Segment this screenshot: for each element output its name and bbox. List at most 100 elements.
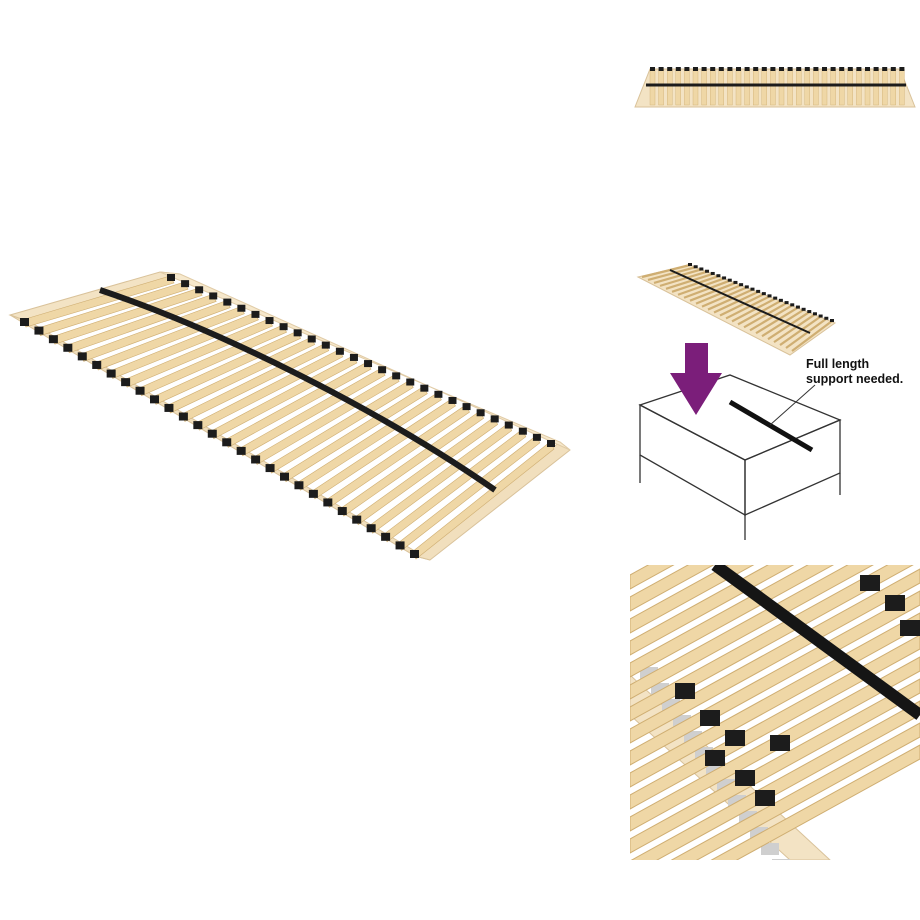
slat-cap-right [547,440,555,447]
closeup-slat-holder [761,843,779,855]
closeup-slat [630,565,874,700]
slat-cap-right [293,329,302,337]
slat-cap-left [135,386,145,395]
slat-cap-right [251,310,260,318]
diagram-slat [743,302,788,329]
diagram-slat [641,263,691,279]
closeup-slat-cap [900,620,920,636]
diagram-slat [647,266,696,282]
closeup-slat [630,565,835,678]
diagram-slat [677,277,725,296]
diagram-slat [755,306,799,335]
diagram-slat-cap [778,298,783,302]
slat-cap-right [406,378,415,386]
slat-cap-left [308,489,318,498]
diagram-slat-cap [773,296,778,300]
slat-cap-left [121,378,131,387]
slat-cap-right [504,421,513,429]
closeup-slat-cap [885,595,905,611]
thumb-slat-cap [684,67,690,71]
thumbnail-top-view[interactable] [630,55,920,120]
diagram-slat-cap [784,301,789,305]
thumb-slat [667,68,673,106]
slat-cap-right [223,298,232,306]
slat-cap-left [395,541,405,550]
center-support-beam [728,399,814,453]
closeup-slat [630,700,920,860]
thumbnail-support-diagram[interactable]: Full length support needed. [630,255,920,545]
thumb-slat-cap [787,67,793,71]
slat-cap-left [236,446,246,455]
slat-cap-left [48,335,58,344]
slat-cap-right [349,353,358,361]
thumb-slat-cap [865,67,870,71]
thumb-slat-cap [890,67,896,71]
support-diagram: Full length support needed. [636,263,903,540]
thumb-slat-cap [675,67,681,71]
thumb-slat [727,68,733,106]
slat-cap-left [251,455,261,464]
slat-cap-left [207,429,217,438]
slat-cap-left [34,326,44,335]
diagram-slat [689,281,736,302]
thumb-slat-cap [727,67,733,71]
thumb-slat [813,68,819,106]
diagram-slat [737,299,782,326]
thumb-slat [864,68,871,106]
thumb-slat-cap [804,67,810,71]
closeup-strap [711,565,920,720]
thumb-slat [752,68,759,106]
thumb-slat-cap [856,67,862,71]
thumb-slat-cap [761,67,767,71]
slat-cap-right [476,409,485,417]
thumb-slat [847,68,854,106]
slat-cap-left [63,343,73,352]
diagram-slat [665,272,714,290]
diagram-slat-cap [818,314,823,318]
diagram-slat [731,297,776,323]
thumb-slat [735,68,742,106]
closeup-slat-cap [705,750,725,766]
thumb-slat [873,68,879,106]
diagram-slat [767,311,810,341]
closeup-slat [630,565,914,722]
slat-cap-right [378,366,387,374]
slat-cap-right [434,390,443,398]
slat-cap-right [237,304,246,312]
diagram-slat [725,295,771,320]
diagram-slat-cap [688,263,692,266]
thumb-slat-cap [693,67,698,71]
thumb-slat-cap [822,67,827,71]
thumbnail-closeup[interactable] [630,565,920,860]
closeup-slat [630,634,920,810]
diagram-slat-cap [807,310,812,314]
slat-cap-left [20,318,29,326]
slat-group [20,274,555,560]
bed-frame-box-outline [638,374,842,540]
closeup-slat-cap [725,730,745,746]
diagram-slat-cap [795,305,800,309]
thumb-slat [718,68,725,106]
thumb-slat [701,68,707,106]
diagram-slat [713,290,759,314]
thumb-slat [856,68,862,106]
main-product-image [0,260,580,570]
thumb-slat-cap [813,67,819,71]
closeup-slat-cap [770,735,790,751]
diagram-slat-cap [801,307,806,311]
diagram-slat [701,286,748,308]
thumb-slat [692,68,699,106]
slat-cap-left [164,403,174,412]
callout-line-2: support needed. [806,372,903,386]
diagram-slat [773,313,816,344]
slat-cap-left [410,550,419,558]
diagram-slat [653,268,702,284]
thumb-slat-cap [753,67,759,71]
diagram-slat-cap [710,271,715,275]
callout-line-1: Full length [806,357,869,371]
diagram-slat [779,315,822,346]
thumb-slat [899,68,905,106]
thumb-slat-cap [744,67,750,71]
closeup-slat [630,568,920,744]
slat-cap-left [337,507,347,516]
